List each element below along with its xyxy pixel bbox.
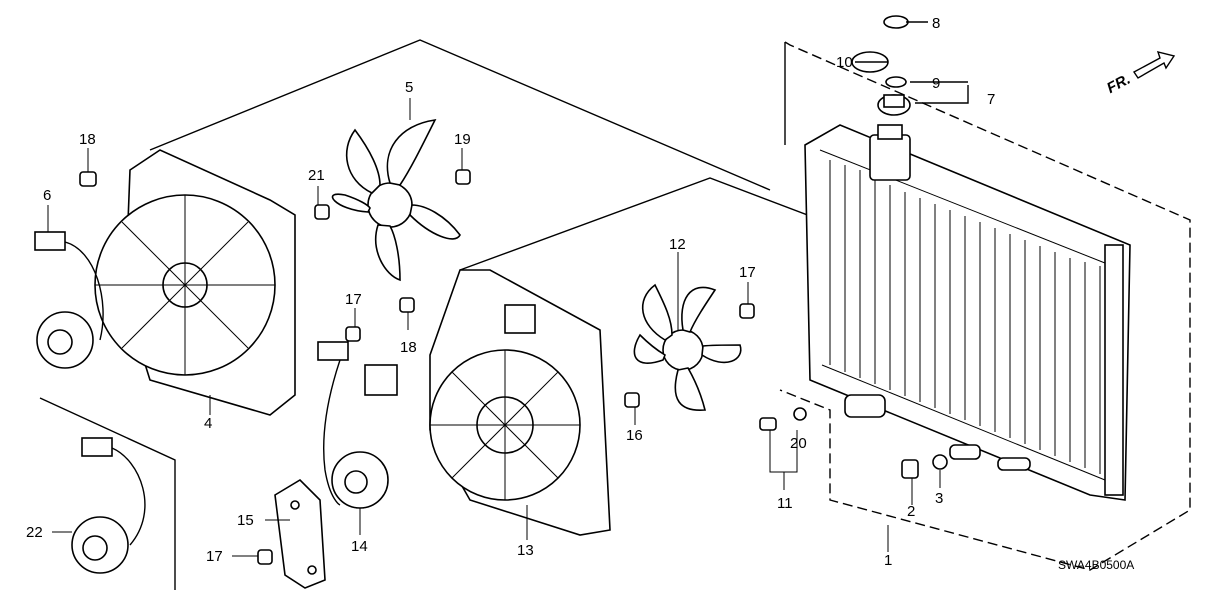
callout-3: 3: [935, 490, 944, 507]
callout-15: 15: [237, 512, 254, 529]
callout-14: 14: [351, 538, 368, 555]
callout-13: 13: [517, 542, 534, 559]
fan-shroud-right: [429, 269, 611, 536]
fan-blade-right: [633, 283, 742, 411]
callout-12: 12: [669, 236, 686, 253]
front-arrow-icon: [1132, 51, 1176, 79]
callout-20: 20: [790, 435, 807, 452]
callout-18-a: 18: [79, 131, 96, 148]
diagram-code: SWA4B0500A: [1058, 558, 1135, 572]
callout-11: 11: [777, 495, 793, 512]
callout-1: 1: [884, 552, 893, 569]
callout-16: 16: [626, 427, 643, 444]
radiator: [804, 124, 1131, 501]
fan-blade-left: [331, 118, 461, 282]
bolts: [79, 169, 948, 565]
fan-motor-spare: [71, 437, 146, 574]
front-direction-indicator: FR.: [1100, 48, 1180, 97]
fan-shroud-left: [94, 149, 296, 416]
callout-6: 6: [43, 187, 52, 204]
callout-7: 7: [987, 91, 996, 108]
fan-motor-right: [317, 341, 398, 509]
callout-17-b: 17: [739, 264, 756, 281]
callout-8: 8: [932, 15, 941, 32]
radiator-cap: [851, 15, 911, 116]
callout-17-c: 17: [206, 548, 223, 565]
fan-motor-left: [34, 231, 104, 369]
callout-2: 2: [907, 503, 916, 520]
callout-18-b: 18: [400, 339, 417, 356]
callout-4: 4: [204, 415, 213, 432]
bracket: [274, 478, 326, 589]
callout-21: 21: [308, 167, 325, 184]
callout-5: 5: [405, 79, 414, 96]
callout-22: 22: [26, 524, 43, 541]
callout-17-a: 17: [345, 291, 362, 308]
callout-9: 9: [932, 75, 941, 92]
callout-10: 10: [836, 54, 853, 71]
callout-19: 19: [454, 131, 471, 148]
